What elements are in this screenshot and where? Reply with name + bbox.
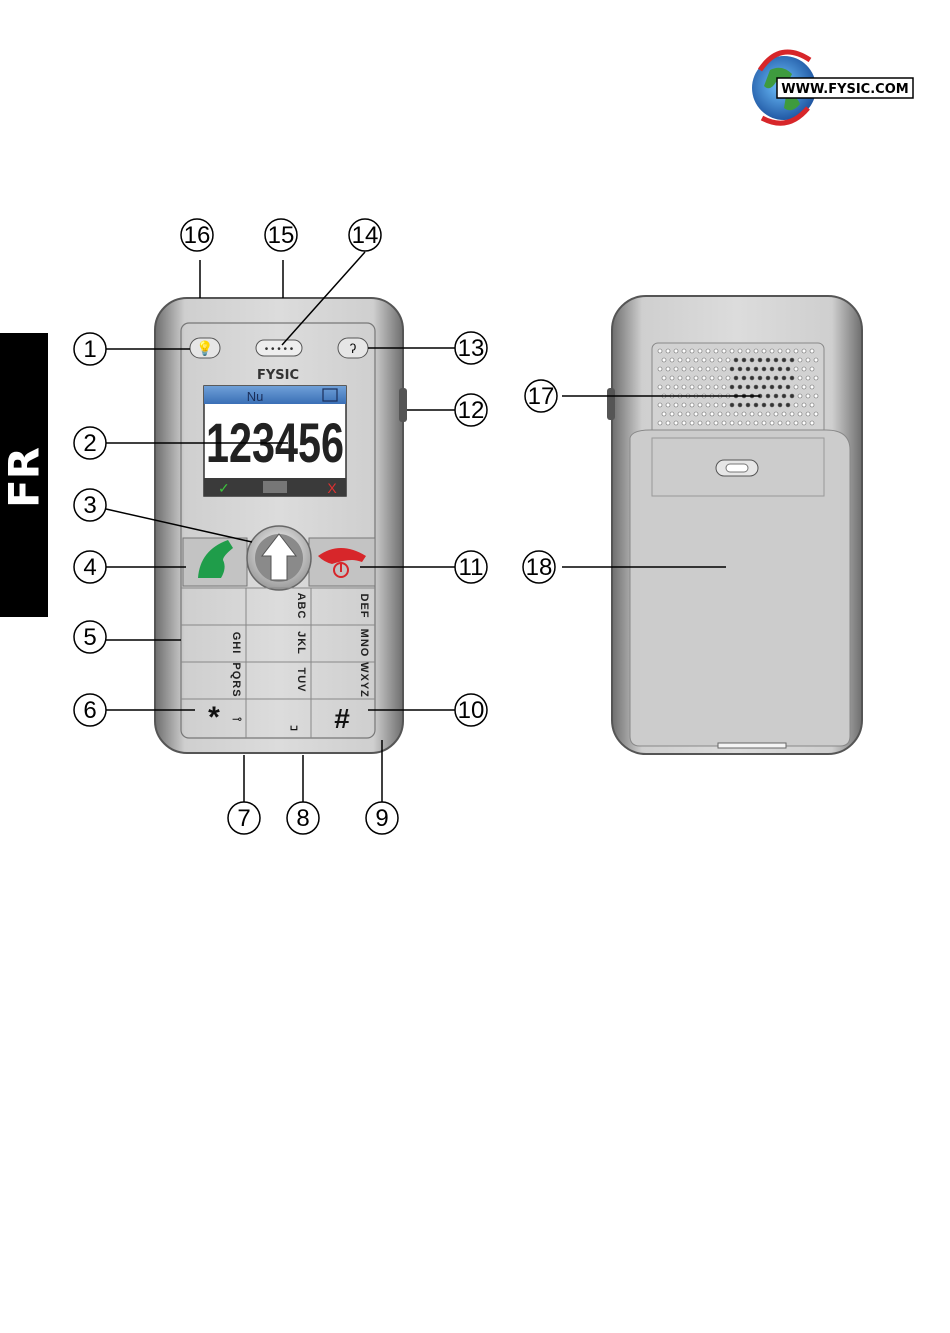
- brand-label: FYSIC: [257, 368, 299, 383]
- key-lock-icon: ⊸: [232, 712, 242, 726]
- callout-label-18: 18: [526, 554, 553, 581]
- space-key-label: ␣: [290, 714, 299, 731]
- callout-label-2: 2: [83, 430, 96, 457]
- bulb-icon: 💡: [196, 340, 213, 357]
- callout-label-6: 6: [83, 697, 96, 724]
- check-icon: ✓: [218, 480, 230, 496]
- logo-text: WWW.FYSIC.COM: [781, 82, 908, 97]
- callout-label-9: 9: [375, 805, 388, 832]
- callout-label-11: 11: [459, 554, 484, 581]
- callout-label-12: 12: [458, 397, 485, 424]
- callout-label-5: 5: [83, 624, 96, 651]
- key-label-def: DEF: [358, 594, 370, 619]
- callout-label-16: 16: [184, 222, 211, 249]
- side-volume-button: [399, 388, 407, 422]
- key-label-abc: ABC: [295, 593, 307, 620]
- screen: Nu 123456 ✓ X: [204, 386, 346, 496]
- callout-label-3: 3: [83, 492, 96, 519]
- callout-label-7: 7: [237, 805, 250, 832]
- end-key: [309, 538, 375, 586]
- phone-front: 💡 • • • • • ʔ FYSIC Nu 123456 ✓ X: [155, 260, 407, 753]
- callout-label-8: 8: [296, 805, 309, 832]
- ear-icon: ʔ: [350, 341, 357, 356]
- callout-label-17: 17: [528, 383, 555, 410]
- callout-label-15: 15: [268, 222, 295, 249]
- callout-label-1: 1: [83, 336, 96, 363]
- star-key-label: *: [208, 701, 220, 734]
- key-label-tuv: TUV: [295, 668, 307, 693]
- phone-back: [607, 296, 862, 754]
- key-label-mno: MNO: [358, 629, 370, 658]
- screen-header: Nu: [247, 389, 264, 404]
- hash-key-label: #: [334, 703, 350, 734]
- callout-label-14: 14: [352, 222, 379, 249]
- callout-label-4: 4: [83, 554, 96, 581]
- key-label-wxyz: WXYZ: [358, 662, 370, 698]
- callout-label-10: 10: [458, 697, 485, 724]
- fysic-logo: WWW.FYSIC.COM: [752, 52, 913, 123]
- key-label-jkl: JKL: [295, 631, 307, 655]
- key-label-ghi: GHI: [230, 632, 242, 655]
- key-label-pqrs: PQRS: [230, 662, 242, 697]
- cancel-icon: X: [327, 480, 337, 496]
- battery-cover: [630, 430, 850, 746]
- svg-text:• • • • •: • • • • •: [265, 344, 294, 355]
- callout-label-13: 13: [458, 335, 485, 362]
